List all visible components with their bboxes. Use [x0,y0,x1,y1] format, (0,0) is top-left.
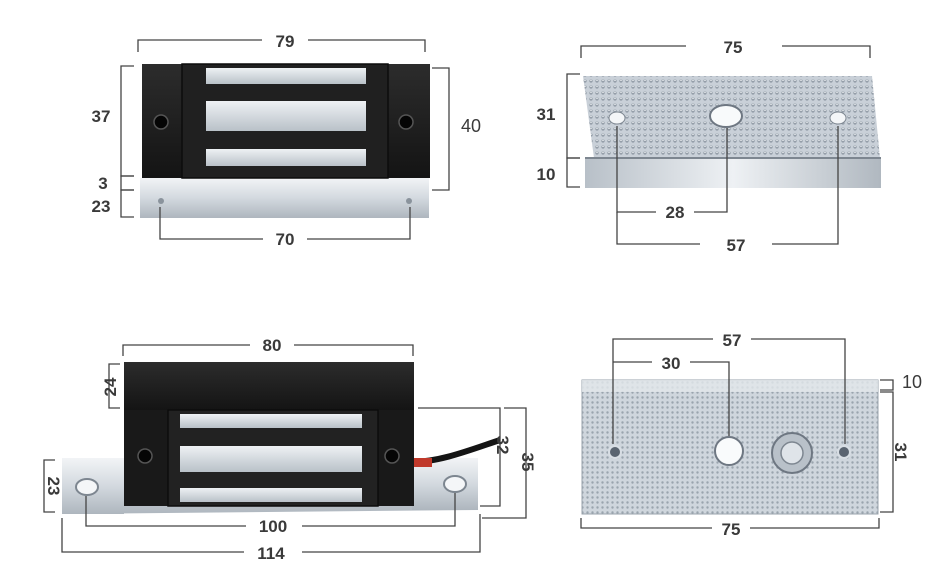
dimension-label: 10 [902,372,922,392]
dimension-label: 24 [101,377,120,396]
mount-hole-icon [837,445,851,459]
magnet-stripe [180,488,362,502]
dimension-label: 80 [263,336,282,355]
screw-hole-icon [153,114,169,130]
center-hole-icon [714,436,744,466]
magnet-stripe [206,101,366,131]
armature-plate-edge [585,158,881,188]
dimension-label: 75 [724,38,743,57]
mount-hole-icon [443,475,467,493]
magnet-front-view: 79 37 40 3 23 70 [84,30,481,249]
dimension-label: 75 [722,520,741,539]
dimension-label: 32 [493,436,512,455]
dimension-label: 40 [461,116,481,136]
dimension-label: 23 [44,477,63,496]
magnet-stripe [206,68,366,84]
mount-hole-icon [829,111,847,125]
red-wire [410,458,432,467]
screw-hole-icon [137,448,153,464]
armature-plate-view: 75 31 10 28 57 [528,36,881,255]
center-hole-icon [709,104,743,128]
dimension-label: 100 [259,517,287,536]
dimension-label: 31 [891,443,910,462]
dimension-label: 28 [666,203,685,222]
dimension-label: 23 [92,197,111,216]
dimension-label: 70 [276,230,295,249]
dimension-label: 79 [276,32,295,51]
dimension-label: 37 [92,107,111,126]
dimension-label: 57 [727,236,746,255]
dimension-label: 114 [257,544,285,563]
dimension-label: 30 [662,354,681,373]
magnet-stripe [180,446,362,472]
screw-hole-icon [384,448,400,464]
armature-plate [581,379,879,515]
mount-hole-icon [75,478,99,496]
dimension-label: 10 [537,165,556,184]
dimension-label: 3 [98,174,107,193]
mount-hole-icon [608,111,626,125]
dimension-label: 35 [518,453,537,472]
magnet-with-bracket-view: 80 24 23 32 35 100 114 [43,334,537,563]
dimension-label: 31 [537,105,556,124]
dimension-label: 57 [723,331,742,350]
armature-plate-front-view: 57 30 10 31 75 [580,329,922,539]
magnet-stripe [206,149,366,166]
magnet-top [124,362,414,410]
mount-hole-icon [406,198,412,204]
mount-hole-icon [158,198,164,204]
mount-hole-icon [608,445,622,459]
screw-hole-icon [398,114,414,130]
aluminium-base [140,178,429,218]
magnet-stripe [180,414,362,428]
